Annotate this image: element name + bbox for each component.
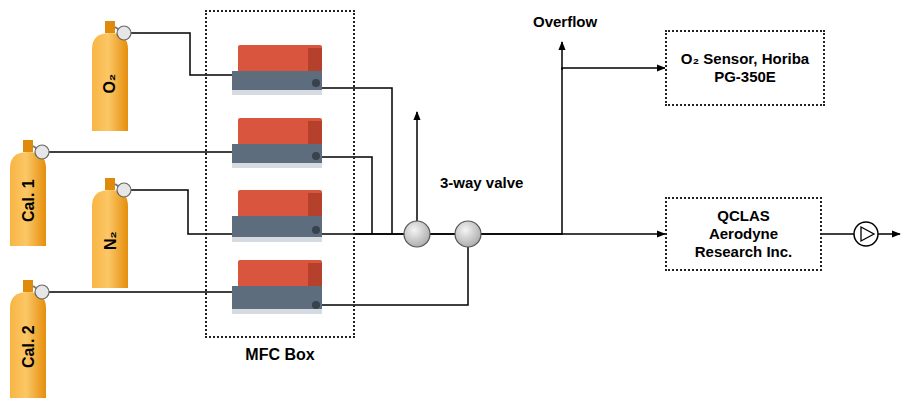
pipe-connector: [140, 33, 205, 75]
pipe-connector: [355, 68, 665, 234]
three-way-valve-symbol: [455, 221, 481, 247]
inlet-pipes: [205, 75, 232, 292]
mfc-side: [308, 121, 322, 146]
mfc-side: [308, 263, 322, 288]
mass-flow-controller: [232, 45, 322, 95]
valve-label: 3-way valve: [440, 174, 523, 191]
overflow-arrow: [561, 42, 563, 70]
pump-triangle: [861, 227, 874, 241]
sensor-box: O₂ Sensor, Horiba PG-350E: [665, 30, 825, 106]
mfc-box: MFC Box: [205, 10, 355, 338]
inlet-pipe: [205, 291, 232, 293]
mfc-body: [238, 118, 322, 146]
mfc-foot: [232, 163, 322, 168]
gauge-outlet: [49, 151, 58, 153]
outlet-pipe: [322, 247, 468, 305]
pipe-connector: [140, 190, 205, 234]
mfc-foot: [232, 309, 322, 314]
mfc-side: [308, 48, 322, 73]
overflow-label: Overflow: [533, 13, 597, 30]
mfc-port: [312, 79, 320, 87]
mfc-foot: [232, 90, 322, 95]
pipe-connector: [58, 291, 205, 293]
mfc-foot: [232, 237, 322, 242]
mfc-side: [308, 193, 322, 218]
cylinder-body: [92, 190, 128, 288]
cylinder-body: [10, 152, 46, 246]
cylinder-body: [92, 33, 128, 131]
mfc-base: [232, 216, 322, 238]
vent-arrow: [416, 112, 418, 221]
cylinder-label: Cal. 2: [18, 326, 37, 369]
gas-cylinder: O₂: [90, 19, 140, 131]
cylinder-neck: [23, 140, 33, 152]
mfc-base: [232, 286, 322, 310]
cylinder-neck: [23, 280, 33, 292]
inlet-pipe: [205, 74, 232, 76]
mass-flow-controller: [232, 260, 322, 314]
mfc-port: [312, 301, 320, 309]
inlet-pipe: [205, 151, 232, 153]
mfc-base: [232, 71, 322, 91]
gauge-outlet: [131, 32, 140, 34]
pressure-gauge: [117, 183, 131, 197]
mfc-body: [238, 190, 322, 218]
mass-flow-controller: [232, 118, 322, 168]
mfc-port: [312, 226, 320, 234]
box-label: QCLAS Aerodyne Research Inc.: [688, 207, 800, 261]
cylinder-body: [10, 292, 46, 398]
cylinder-neck: [105, 178, 115, 190]
outlet-pipe: [322, 88, 392, 234]
inlet-pipe: [205, 233, 232, 235]
cylinder-label: N₂: [100, 232, 119, 251]
pressure-gauge: [35, 285, 49, 299]
gauge-outlet: [49, 291, 58, 293]
pipe-connector: [58, 151, 205, 153]
mfc-base: [232, 144, 322, 164]
exhaust-pipe: [822, 233, 854, 235]
gas-cylinder: Cal. 1: [8, 138, 58, 246]
exhaust-arrow: [878, 233, 900, 235]
box-label: MFC Box: [245, 345, 314, 364]
pressure-gauge: [117, 26, 131, 40]
mfc-body: [238, 45, 322, 73]
cylinder-label: O₂: [100, 74, 119, 94]
pressure-gauge: [35, 145, 49, 159]
mfc-body: [238, 260, 322, 288]
pump-symbol: [854, 222, 878, 246]
pipe-connector: [355, 233, 665, 235]
gas-cylinder: Cal. 2: [8, 278, 58, 398]
outlet-pipe: [322, 157, 372, 234]
analyzer-box: QCLAS Aerodyne Research Inc.: [665, 197, 822, 271]
valve-symbol: [404, 221, 430, 247]
gas-cylinder: N₂: [90, 176, 140, 288]
cylinder-neck: [105, 21, 115, 33]
mfc-port: [312, 152, 320, 160]
box-label: O₂ Sensor, Horiba PG-350E: [675, 50, 815, 86]
outlet-pipe: [322, 233, 355, 235]
gauge-outlet: [131, 189, 140, 191]
cylinder-label: Cal. 1: [18, 180, 37, 223]
mass-flow-controller: [232, 190, 322, 242]
